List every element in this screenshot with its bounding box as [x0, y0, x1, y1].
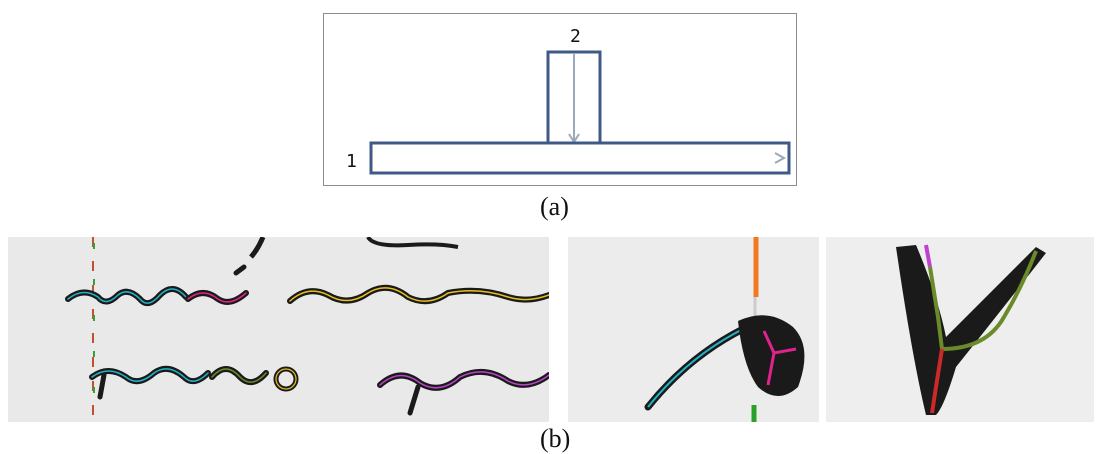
- stroke-label-1: 1: [346, 151, 357, 172]
- stroke-diagram: 2 1: [323, 13, 797, 186]
- junction-detail-crop: [826, 237, 1094, 422]
- manuscript-text-crop: [8, 237, 549, 422]
- stroke-detail-crop: [568, 237, 819, 422]
- stroke-label-2: 2: [570, 26, 581, 47]
- handwriting-image: [644, 237, 805, 422]
- stroke-1-arrowhead: [774, 152, 787, 164]
- handwriting-image: [896, 244, 1046, 415]
- stroke-diagram-svg: [369, 50, 791, 175]
- handwriting-image: [65, 237, 549, 422]
- stroke-1-box: [369, 141, 791, 175]
- caption-b: (b): [540, 424, 571, 453]
- caption-a: (a): [540, 192, 569, 221]
